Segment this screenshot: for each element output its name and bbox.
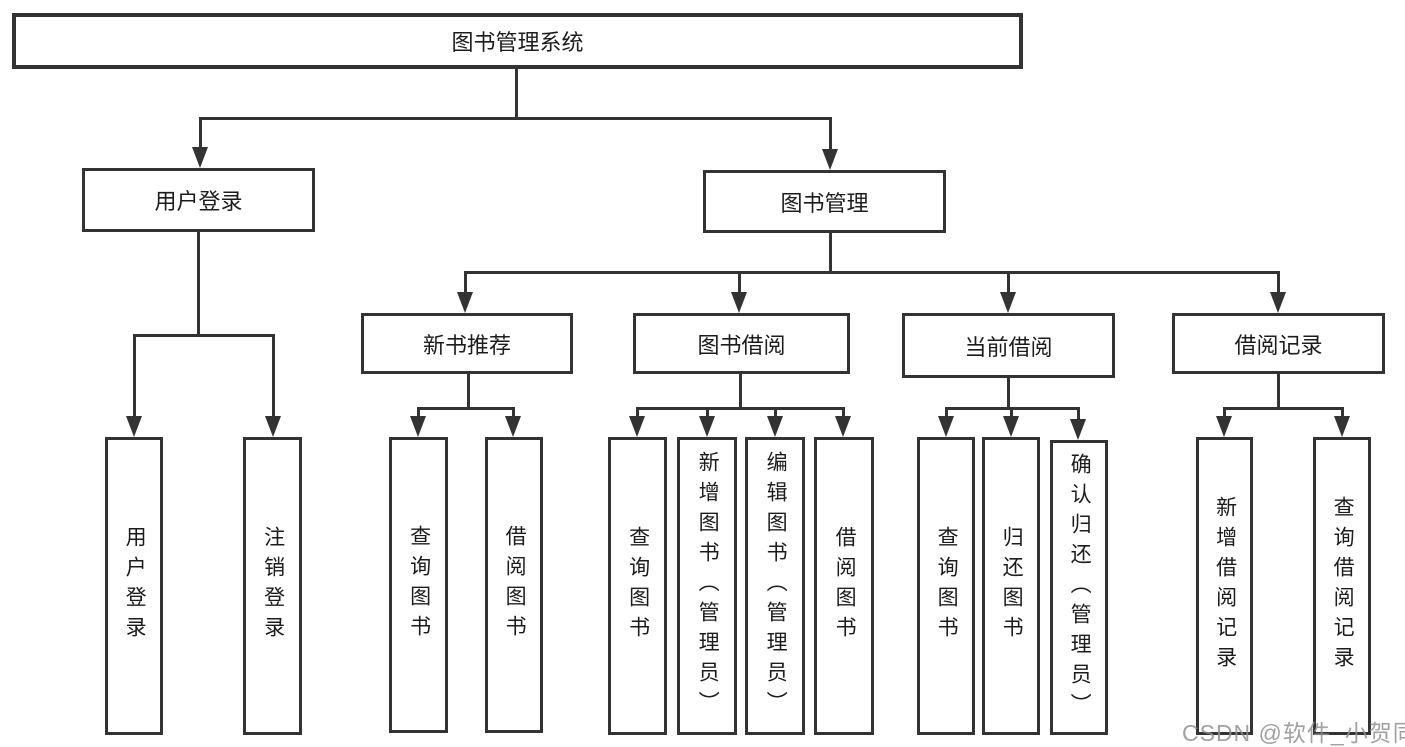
node-label: 查询借阅记录 xyxy=(1331,496,1355,676)
connector-line xyxy=(1223,407,1344,410)
connector-line xyxy=(738,271,741,295)
node-label: 查询图书 xyxy=(407,525,431,645)
node-label: 归还图书 xyxy=(1000,526,1024,646)
arrowhead-down xyxy=(629,416,645,437)
node-label: 图书管理系统 xyxy=(451,30,584,55)
connector-line xyxy=(199,117,831,120)
connector-line xyxy=(515,69,518,118)
node-label: 当前借阅 xyxy=(964,334,1053,360)
connector-line xyxy=(133,334,136,419)
leaf-borrow-books: 借阅图书 xyxy=(814,437,874,735)
connector-line xyxy=(739,373,742,410)
arrowhead-down xyxy=(265,416,281,437)
connector-line xyxy=(945,407,948,419)
connector-line xyxy=(636,407,845,410)
connector-line xyxy=(842,407,845,419)
connector-line xyxy=(706,407,709,419)
node-label: 图书管理 xyxy=(780,190,869,216)
arrowhead-down xyxy=(1003,416,1019,437)
arrowhead-down xyxy=(767,416,783,437)
arrowhead-down xyxy=(938,416,954,437)
arrowhead-down xyxy=(410,416,426,437)
connector-line xyxy=(133,334,275,337)
connector-line xyxy=(1277,271,1280,295)
connector-line xyxy=(467,373,470,410)
arrowhead-down xyxy=(1270,292,1286,313)
node-current-borrowing: 当前借阅 xyxy=(902,313,1115,378)
watermark: CSDN @软件_小贺同学 xyxy=(1182,720,1405,746)
arrowhead-down xyxy=(822,149,838,170)
node-label: 用户登录 xyxy=(123,526,147,646)
connector-line xyxy=(774,407,777,419)
connector-line xyxy=(636,407,639,419)
connector-line xyxy=(197,231,200,337)
node-label: 新增借阅记录 xyxy=(1213,496,1237,676)
leaf-logout: 注销登录 xyxy=(243,437,302,735)
leaf-user-login: 用户登录 xyxy=(105,437,163,735)
node-label: 确认归还（管理员） xyxy=(1068,452,1092,723)
leaf-query-books-borrow: 查询图书 xyxy=(608,437,667,735)
arrowhead-down xyxy=(126,416,142,437)
connector-line xyxy=(1277,373,1280,410)
arrowhead-down xyxy=(192,147,208,168)
node-label: 新增图书（管理员） xyxy=(696,451,720,721)
node-borrowing-records: 借阅记录 xyxy=(1172,313,1385,374)
leaf-add-book-admin: 新增图书（管理员） xyxy=(677,437,737,735)
node-label: 新书推荐 xyxy=(422,332,511,358)
node-label: 用户登录 xyxy=(154,189,243,214)
node-label: 查询图书 xyxy=(935,526,959,646)
connector-line xyxy=(1341,407,1344,419)
node-user-login: 用户登录 xyxy=(82,168,315,232)
node-label: 注销登录 xyxy=(261,526,285,646)
arrowhead-down xyxy=(1216,416,1232,437)
node-label: 借阅图书 xyxy=(833,526,857,646)
connector-line xyxy=(1010,407,1013,419)
arrowhead-down xyxy=(731,292,747,313)
node-label: 编辑图书（管理员） xyxy=(764,451,788,721)
connector-line xyxy=(199,117,202,150)
connector-line xyxy=(1077,407,1080,422)
arrowhead-down xyxy=(1334,416,1350,437)
node-library-management-system: 图书管理系统 xyxy=(12,13,1023,69)
node-label: 图书借阅 xyxy=(697,332,786,358)
connector-line xyxy=(1223,407,1226,419)
connector-line xyxy=(272,334,275,419)
arrowhead-down xyxy=(505,416,521,437)
connector-line xyxy=(1007,377,1010,410)
leaf-query-books-recommend: 查询图书 xyxy=(389,437,448,733)
leaf-confirm-return-admin: 确认归还（管理员） xyxy=(1050,440,1108,735)
node-label: 查询图书 xyxy=(626,526,650,646)
node-book-borrowing: 图书借阅 xyxy=(633,313,850,374)
leaf-query-borrow-record: 查询借阅记录 xyxy=(1313,437,1371,735)
connector-line xyxy=(417,407,515,410)
connector-line xyxy=(464,271,1280,274)
connector-line xyxy=(417,407,420,419)
arrowhead-down xyxy=(457,292,473,313)
node-label: 借阅图书 xyxy=(503,525,527,645)
leaf-add-borrow-record: 新增借阅记录 xyxy=(1196,437,1253,735)
node-new-book-recommendation: 新书推荐 xyxy=(361,313,573,374)
leaf-query-books-current: 查询图书 xyxy=(917,437,975,735)
leaf-edit-book-admin: 编辑图书（管理员） xyxy=(745,437,805,735)
connector-line xyxy=(829,232,832,272)
arrowhead-down xyxy=(1070,419,1086,440)
connector-line xyxy=(1007,271,1010,295)
arrowhead-down xyxy=(699,416,715,437)
node-label: 借阅记录 xyxy=(1234,332,1323,358)
connector-line xyxy=(464,271,467,295)
node-book-management: 图书管理 xyxy=(703,170,946,233)
connector-line xyxy=(512,407,515,419)
arrowhead-down xyxy=(835,416,851,437)
connector-line xyxy=(829,117,832,152)
leaf-borrow-books-recommend: 借阅图书 xyxy=(485,437,543,733)
arrowhead-down xyxy=(1000,292,1016,313)
leaf-return-books: 归还图书 xyxy=(982,437,1040,735)
